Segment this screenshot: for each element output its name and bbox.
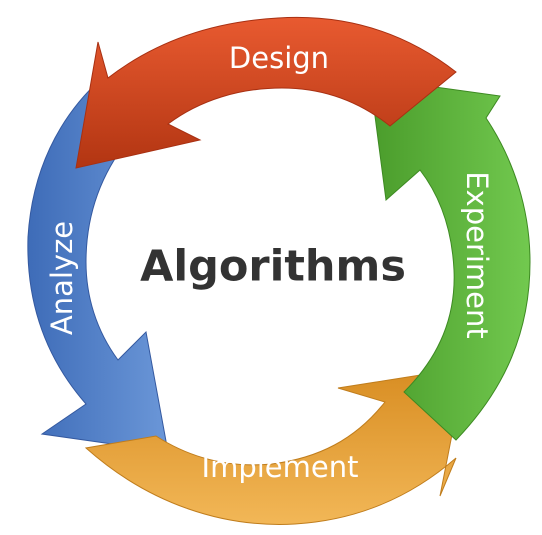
arrow-implement-icon bbox=[84, 367, 466, 525]
step-label-design: Design bbox=[229, 41, 329, 75]
step-label-analyze: Analyze bbox=[45, 221, 79, 335]
step-label-implement: Implement bbox=[202, 450, 359, 484]
arrow-analyze-icon bbox=[27, 78, 169, 453]
step-label-experiment: Experiment bbox=[460, 171, 494, 339]
arrow-experiment-icon bbox=[369, 77, 531, 441]
arrow-design-icon bbox=[75, 16, 457, 169]
center-title: Algorithms bbox=[140, 242, 406, 292]
